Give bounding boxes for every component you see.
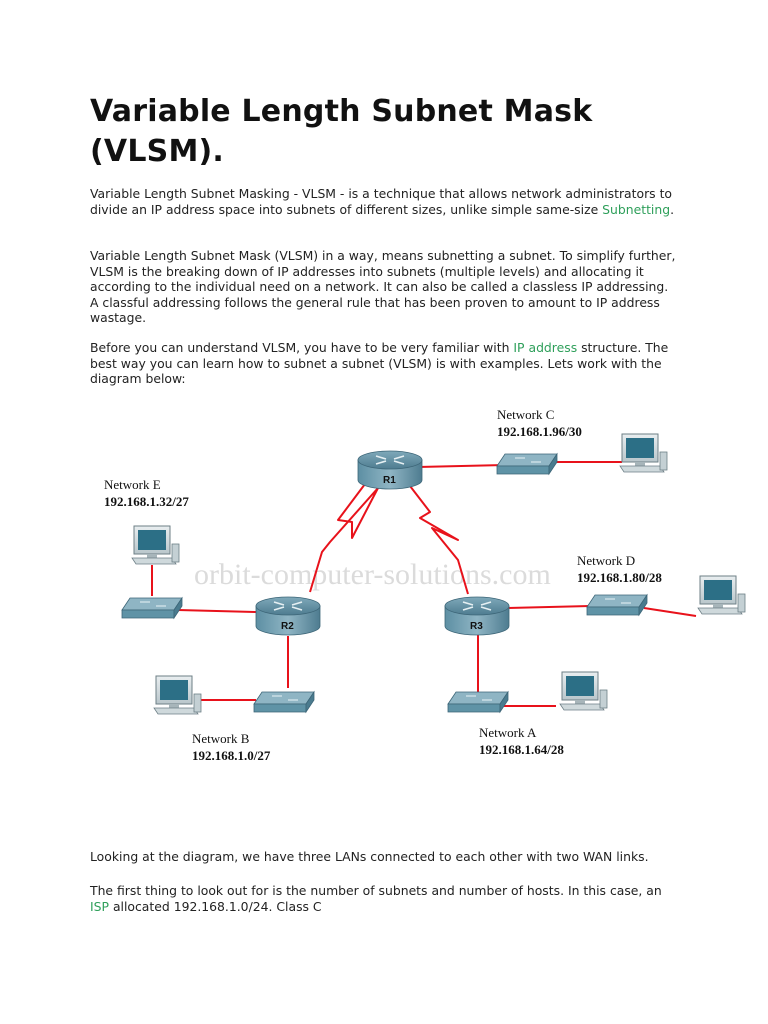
pc-network-d[interactable] <box>697 575 746 615</box>
router-r2[interactable]: R2 <box>255 596 321 636</box>
router-r2-label: R2 <box>281 621 294 632</box>
network-c-name: Network C <box>497 407 554 422</box>
vlsm-definition-paragraph: Variable Length Subnet Mask (VLSM) in a … <box>90 248 676 326</box>
link-r1-switch-c <box>417 464 506 468</box>
router-r3[interactable]: R3 <box>444 596 510 636</box>
link-switch-d-pc <box>643 607 697 617</box>
link-switch-e-r2 <box>177 609 257 613</box>
switch-network-c[interactable] <box>496 453 558 475</box>
wan-link-r1-r2 <box>309 483 379 593</box>
link-r3-switch-d <box>507 605 591 609</box>
lan-summary-paragraph: Looking at the diagram, we have three LA… <box>90 849 649 864</box>
network-a-name: Network A <box>479 725 537 740</box>
wan-link-r1-r3 <box>409 485 469 595</box>
prerequisite-text: Before you can understand VLSM, you have… <box>90 340 514 355</box>
network-e-ip: 192.168.1.32/27 <box>104 494 189 509</box>
router-r1[interactable]: R1 <box>357 450 423 490</box>
pc-network-b[interactable] <box>153 675 202 715</box>
router-r1-label: R1 <box>383 475 396 486</box>
watermark: orbit-computer-solutions.com <box>194 558 551 591</box>
network-a-ip: 192.168.1.64/28 <box>479 742 564 757</box>
switch-network-b[interactable] <box>253 691 315 713</box>
subnet-count-paragraph: The first thing to look out for is the n… <box>90 883 680 914</box>
network-b-ip: 192.168.1.0/27 <box>192 748 271 763</box>
prerequisite-text-end: structure. The best way you can learn ho… <box>90 340 669 387</box>
wan-links <box>309 483 469 595</box>
intro-text-end: . <box>670 201 675 217</box>
pc-network-c[interactable] <box>619 433 668 473</box>
ip-address-link[interactable]: IP address <box>513 340 578 355</box>
subnet-count-text: The first thing to look out for is the n… <box>90 883 662 898</box>
network-d-ip: 192.168.1.80/28 <box>577 570 662 585</box>
subnet-count-text-end: allocated 192.168.1.0/24. Class C <box>109 898 322 914</box>
switch-network-d[interactable] <box>586 594 648 616</box>
pc-network-e[interactable] <box>131 525 180 565</box>
pc-network-a[interactable] <box>559 671 608 711</box>
page-title: Variable Length Subnet Mask (VLSM). <box>90 94 593 169</box>
network-labels: Network C 192.168.1.96/30 Network E 192.… <box>104 407 662 763</box>
network-c-ip: 192.168.1.96/30 <box>497 424 582 439</box>
switch-network-e[interactable] <box>121 597 183 619</box>
lan-links <box>151 461 697 707</box>
network-b-name: Network B <box>192 731 250 746</box>
subnetting-link[interactable]: Subnetting <box>602 201 671 217</box>
switch-network-a[interactable] <box>447 691 509 713</box>
network-e-name: Network E <box>104 477 161 492</box>
intro-paragraph: Variable Length Subnet Masking - VLSM - … <box>90 186 680 217</box>
intro-text: Variable Length Subnet Masking - VLSM - … <box>90 186 673 217</box>
prerequisite-paragraph: Before you can understand VLSM, you have… <box>90 340 680 387</box>
router-r3-label: R3 <box>470 621 483 632</box>
isp-link[interactable]: ISP <box>90 898 109 914</box>
network-d-name: Network D <box>577 553 635 568</box>
